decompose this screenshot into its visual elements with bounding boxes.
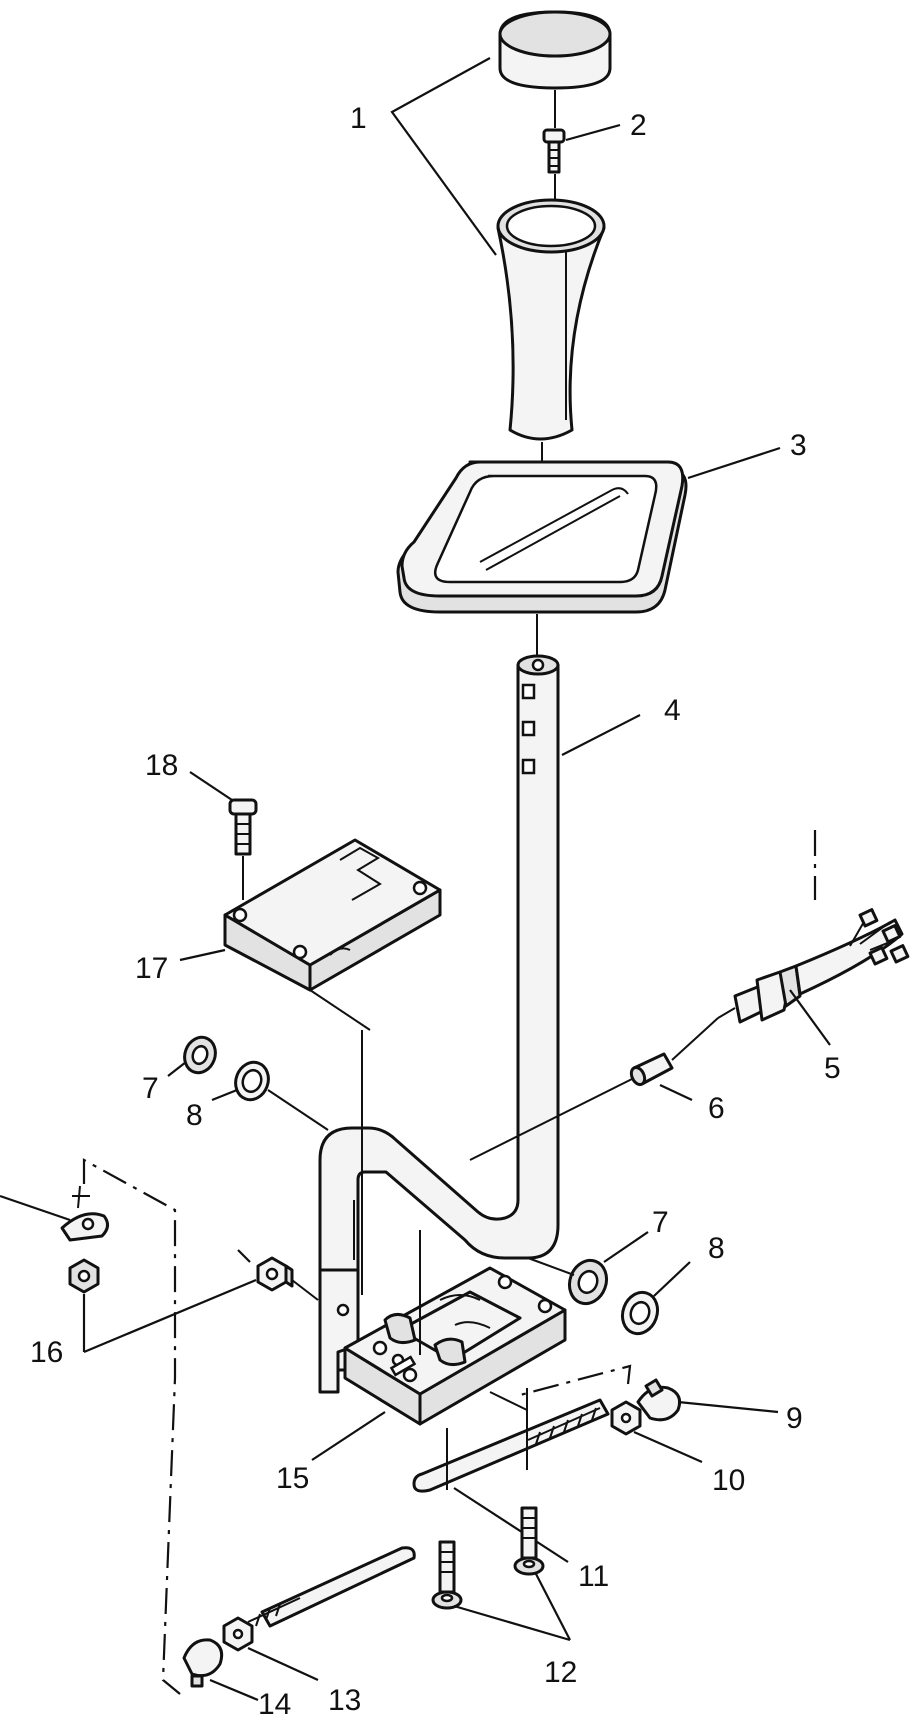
leader-10 [633, 1430, 703, 1464]
leader-7-upper [167, 1061, 187, 1077]
washer-8-upper [234, 1060, 270, 1102]
callout-10: 10 [712, 1464, 745, 1497]
leader-9 [677, 1400, 779, 1414]
axis-line-6b [469, 1077, 635, 1161]
switch-sleeve [629, 1052, 674, 1087]
callout-15: 15 [276, 1462, 309, 1495]
callout-12: 12 [544, 1656, 577, 1689]
leader-8-upper [211, 1088, 238, 1102]
dashed-boundary-left [82, 1158, 181, 1695]
axis-line-16 [291, 1279, 319, 1301]
leader-6 [659, 1084, 693, 1101]
nut-16-left [68, 1258, 100, 1294]
callout-8-lower: 8 [708, 1232, 725, 1265]
callout-9: 9 [786, 1402, 803, 1435]
leader-17 [179, 948, 226, 962]
leader-13 [247, 1646, 319, 1682]
bolt-12-left [431, 1540, 463, 1610]
linkage-clevis [0, 1185, 109, 1242]
leader-14 [209, 1678, 259, 1702]
callout-17: 17 [135, 952, 168, 985]
leader-15 [311, 1411, 386, 1461]
ball-joint-9 [636, 1378, 682, 1422]
callout-4: 4 [664, 694, 681, 727]
callout-8-upper: 8 [186, 1099, 203, 1132]
cover-screw [228, 798, 258, 856]
callout-11: 11 [578, 1560, 609, 1593]
jam-nut-10 [610, 1400, 642, 1436]
jam-nut-13 [222, 1616, 254, 1652]
shift-knob-cap [498, 10, 612, 90]
leader-2 [565, 123, 621, 142]
callout-3: 3 [790, 429, 807, 462]
callout-7-upper: 7 [142, 1072, 159, 1105]
axis-line-7-lower [527, 1257, 575, 1276]
leader-1 [390, 57, 497, 256]
leader-4 [561, 714, 641, 756]
leader-8-lower [653, 1261, 691, 1297]
washer-8-lower [620, 1290, 660, 1336]
leader-12-left [453, 1604, 571, 1642]
callout-2: 2 [630, 109, 647, 142]
shift-switch [717, 908, 910, 1024]
leader-5 [789, 989, 831, 1046]
ball-joint-14 [182, 1638, 224, 1688]
shift-lever [318, 654, 560, 1394]
washer-7-lower [567, 1258, 609, 1306]
nut-16-right [256, 1256, 294, 1292]
shift-boot [396, 446, 781, 614]
leader-16-right [83, 1278, 257, 1354]
callout-18: 18 [145, 749, 178, 782]
callout-14: 14 [258, 1688, 291, 1714]
washer-7-upper [183, 1035, 217, 1075]
callout-7-lower: 7 [652, 1206, 669, 1239]
callout-6: 6 [708, 1092, 725, 1125]
shifter-base [343, 1266, 567, 1426]
leader-18 [189, 771, 233, 801]
leader-11 [453, 1487, 569, 1563]
knob-screw [542, 128, 566, 174]
callout-16: 16 [30, 1336, 63, 1369]
cover-plate [223, 838, 442, 992]
shift-grip [496, 198, 606, 441]
dashed-line-9 [519, 1364, 632, 1397]
bolt-12-right [513, 1506, 545, 1576]
dashed-tick-16 [237, 1249, 251, 1263]
leader-12-right [534, 1571, 571, 1641]
axis-line-8-upper [267, 1089, 329, 1131]
linkage-rod [247, 1398, 610, 1628]
callout-13: 13 [328, 1684, 361, 1714]
callout-1: 1 [350, 102, 367, 135]
axis-line-17a [309, 989, 371, 1031]
callout-5: 5 [824, 1052, 841, 1085]
axis-bracket-12 [489, 1388, 528, 1411]
leader-7-lower [603, 1231, 649, 1263]
axis-line-6a [671, 1017, 719, 1061]
